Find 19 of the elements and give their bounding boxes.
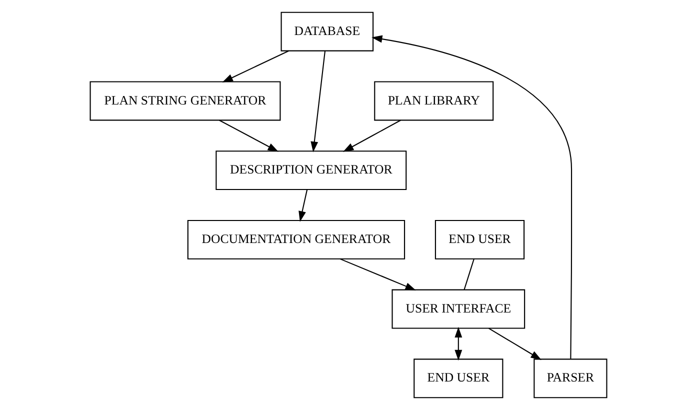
node-box: PARSER [534,358,608,398]
arrow [340,258,416,290]
node-box: DOCUMENTATION GENERATOR [187,220,406,260]
arrow [219,120,278,152]
node-box: DATABASE [280,12,374,52]
arrow [298,190,308,222]
arrow [222,50,289,82]
node-box: PLAN LIBRARY [374,81,494,121]
node-box: USER INTERFACE [392,289,526,329]
node-box: DESCRIPTION GENERATOR [216,150,407,190]
connector [464,258,474,290]
node-box: PLAN STRING GENERATOR [90,81,281,121]
arrow [454,326,462,361]
arrow [372,35,572,359]
node-box: END USER [434,220,525,260]
arrow [342,120,401,152]
arrow [488,328,542,360]
node-box: END USER [414,358,504,398]
arrow [310,51,326,152]
